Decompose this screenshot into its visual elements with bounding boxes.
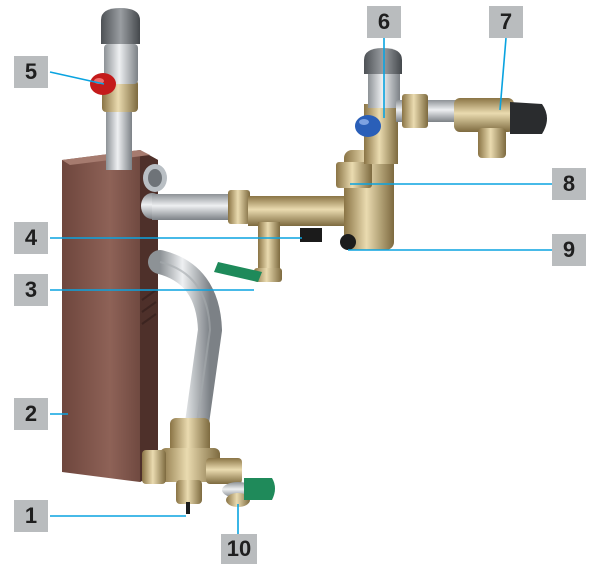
callout-5: 5 xyxy=(14,56,48,88)
plate-heat-exchanger xyxy=(62,150,158,482)
drain-valve-9-icon xyxy=(340,234,356,250)
callout-6: 6 xyxy=(367,6,401,38)
leader-7 xyxy=(499,37,507,111)
callout-4: 4 xyxy=(14,222,48,254)
bottom-fittings xyxy=(142,418,275,514)
callout-10: 10 xyxy=(221,534,257,564)
check-valve-4-icon xyxy=(300,228,322,242)
callout-7: 7 xyxy=(489,6,523,38)
callout-1: 1 xyxy=(14,500,48,532)
valve-6-assembly xyxy=(336,48,402,250)
supply-pipe xyxy=(141,164,348,282)
leader-lines xyxy=(49,37,552,540)
blue-handle-icon xyxy=(355,115,381,137)
part-7-assembly xyxy=(396,94,547,158)
return-pipe xyxy=(148,250,223,442)
green-handle-3-icon xyxy=(214,262,262,282)
callout-9: 9 xyxy=(552,234,586,266)
leader-5 xyxy=(49,71,105,85)
valve-5-assembly xyxy=(90,8,140,170)
callout-8: 8 xyxy=(552,168,586,200)
callout-3: 3 xyxy=(14,274,48,306)
green-handle-10-icon xyxy=(244,478,275,500)
callout-2: 2 xyxy=(14,398,48,430)
